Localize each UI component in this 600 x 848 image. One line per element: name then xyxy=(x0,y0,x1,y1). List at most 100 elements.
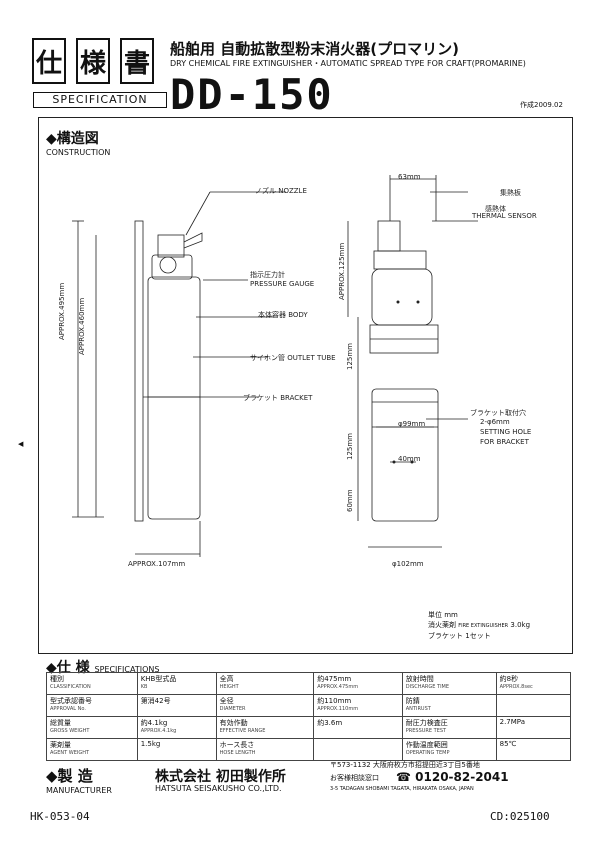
maker-address: 〒573-1132 大阪府枚方市招提田近3丁目5番地 xyxy=(330,761,480,769)
maker-heading: ◆製 造 xyxy=(46,767,93,785)
spec-text: 約3.6m xyxy=(317,719,343,727)
nozzle-label: ノズル NOZZLE xyxy=(255,187,307,195)
phone-icon: ☎ xyxy=(396,770,411,784)
unit-label: 単位 xyxy=(428,611,442,619)
setting-hole-sub: 2-φ6mm xyxy=(480,418,510,426)
bracket-label: ブラケット BRACKET xyxy=(243,394,313,402)
model-number: DD-150 xyxy=(170,70,334,119)
spec-subtext: APPROX.110mm xyxy=(317,706,359,712)
footer-left-code: HK-053-04 xyxy=(30,810,90,823)
spec-subtext: APPROX.8sec xyxy=(499,684,533,690)
outlet-tube-label: サイホン管 OUTLET TUBE xyxy=(250,354,336,362)
dim-width: APPROX.107mm xyxy=(128,560,186,568)
spec-subtext: APPROVAL No. xyxy=(50,706,86,712)
construction-frame xyxy=(38,117,573,654)
spec-text: 全径 xyxy=(219,697,234,705)
spec-subtext: DISCHARGE TIME xyxy=(405,684,450,690)
spec-text: 85℃ xyxy=(499,740,517,748)
unit-value: mm xyxy=(444,611,458,619)
maker-heading-en: MANUFACTURER xyxy=(46,786,112,795)
maker-name-en: HATSUTA SEISAKUSHO CO.,LTD. xyxy=(155,784,282,793)
dim-inner-dia: φ99mm xyxy=(398,420,426,428)
spec-text: ホース長さ xyxy=(219,741,255,749)
spec-text: 放射時間 xyxy=(405,675,434,683)
spec-value-cell: 第消42号 xyxy=(136,694,217,717)
spec-text: 全高 xyxy=(219,675,234,683)
spec-text: 約8秒 xyxy=(499,675,519,683)
spec-heading-en: SPECIFICATIONS xyxy=(94,665,160,674)
spec-subtext: HOSE LENGTH xyxy=(219,750,256,756)
title-char-1: 仕 xyxy=(32,38,66,84)
spec-text: 防錆 xyxy=(405,697,420,705)
construction-drawing xyxy=(72,175,478,557)
spec-value-cell xyxy=(495,694,572,717)
dim-top-width: 63mm xyxy=(398,173,421,181)
spec-text: 約110mm xyxy=(317,697,352,705)
dim-hole-pitch: 40mm xyxy=(398,455,421,463)
construction-heading-en: CONSTRUCTION xyxy=(46,148,111,157)
spec-label: SPECIFICATION xyxy=(33,92,167,108)
body-label: 本体容器 BODY xyxy=(258,311,308,319)
heat-collector-label: 集熱板 xyxy=(500,189,521,197)
agent-value: 3.0kg xyxy=(510,621,531,629)
spec-text: 1.5kg xyxy=(140,740,161,748)
phone-value: 0120-82-2041 xyxy=(415,770,509,784)
spec-subtext: CLASSIFICATION xyxy=(50,684,91,690)
setting-hole-en1: SETTING HOLE xyxy=(480,428,532,436)
gauge-label: 指示圧力計 xyxy=(250,271,285,279)
thermal-sensor-label-en: THERMAL SENSOR xyxy=(472,212,537,220)
spec-text: 約475mm xyxy=(317,675,352,683)
spec-text: 型式承認番号 xyxy=(50,697,92,705)
spec-text: 2.7MPa xyxy=(499,718,525,726)
spec-value-cell xyxy=(313,738,403,761)
spec-subtext: APPROX.475mm xyxy=(317,684,359,690)
spec-value-cell: 約3.6m xyxy=(313,716,403,739)
dim-base-dia: φ102mm xyxy=(392,560,424,568)
spec-value-cell: 2.7MPa xyxy=(495,716,572,739)
spec-subtext: PRESSURE TEST xyxy=(405,728,447,734)
maker-name-jp: 株式会社 初田製作所 xyxy=(155,769,286,785)
agent-label: 消火薬剤 xyxy=(428,621,456,629)
title-char-3: 書 xyxy=(120,38,154,84)
spec-subtext: HEIGHT xyxy=(219,684,239,690)
spec-subtext: EFFECTIVE RANGE xyxy=(219,728,266,734)
spec-text: 作動温度範囲 xyxy=(405,741,448,749)
construction-heading: ◆構造図 xyxy=(46,131,99,147)
setting-hole-label: ブラケット取付穴 xyxy=(470,409,526,417)
spec-subtext: DIAMETER xyxy=(219,706,246,712)
spec-text: 耐圧力検査圧 xyxy=(405,719,448,727)
contact-label: お客様相談窓口 xyxy=(330,774,379,782)
dim-height-2: APPROX.460mm xyxy=(78,297,86,355)
unit-note: 単位 mm 消火薬剤 FIRE EXTINGUISHER 3.0kg ブラケット… xyxy=(428,610,568,641)
spec-subtext: AGENT WEIGHT xyxy=(50,750,90,756)
title-char-2: 様 xyxy=(76,38,110,84)
dim-height-1: APPROX.495mm xyxy=(58,282,66,340)
footer-right-code: CD:025100 xyxy=(490,810,550,823)
spec-subtext: OPERATING TEMP xyxy=(405,750,450,756)
dim-d2: 125mm xyxy=(346,343,354,370)
dim-d3: 125mm xyxy=(346,433,354,460)
thermal-sensor-label: 感熱体 xyxy=(485,205,506,213)
spec-text: 約4.1kg xyxy=(140,719,168,727)
